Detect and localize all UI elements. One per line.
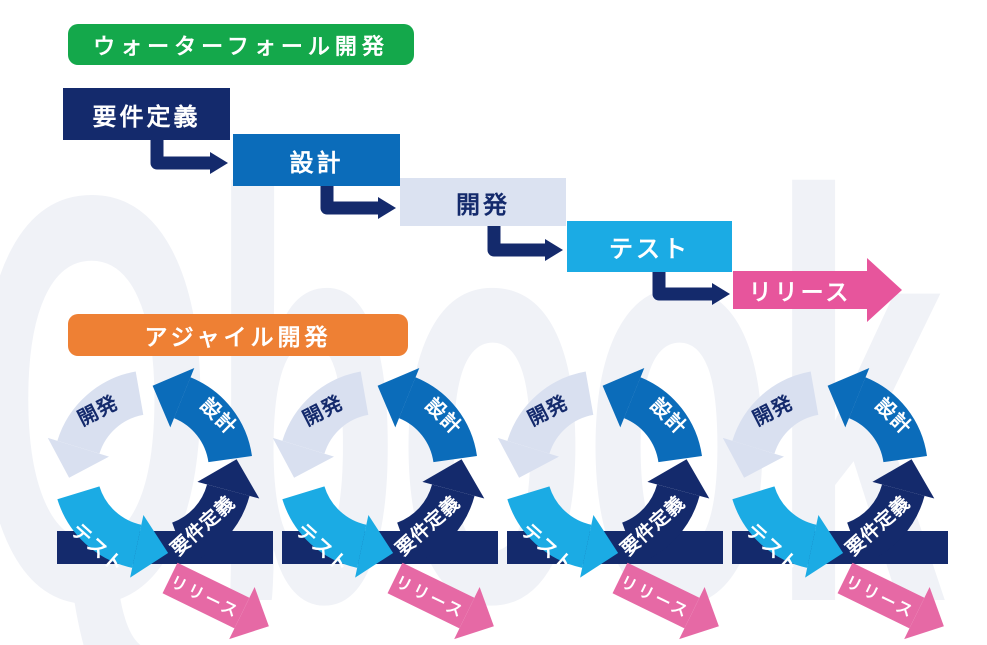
requirements-arrowhead-icon [647,459,710,499]
agile-cycle-2: リリース 開発 設計 テスト 要件定義 [258,350,498,629]
step-label: 開発 [456,191,510,219]
cycle-ring [722,368,935,578]
waterfall-title: ウォーターフォール開発 [93,33,389,59]
dev-arc-arrow [57,371,145,455]
cycle-ring [47,368,260,578]
design-arc-arrow [623,377,702,464]
requirements-arrowhead-icon [197,459,260,499]
waterfall-step-test: テスト [567,221,732,272]
dev-arrowhead-icon [272,437,334,478]
connector-arrowhead-3 [545,239,563,261]
connector-arrowhead-4 [712,283,730,305]
design-arrowhead-icon [152,368,195,428]
test-arc-arrow [732,485,818,568]
dev-arrowhead-icon [497,437,559,478]
requirements-arrowhead-icon [872,459,935,499]
requirements-arc-arrow [396,483,475,564]
design-arc-arrow [848,377,927,464]
design-arrowhead-icon [377,368,420,428]
dev-arc-arrow [732,371,820,455]
connector-arrow-1 [150,140,210,170]
test-arrowhead-icon [805,515,844,578]
test-arrowhead-icon [130,515,169,578]
dev-arrowhead-icon [47,437,109,478]
dev-arrowhead-icon [722,437,784,478]
waterfall-release-arrow: リリース [733,258,902,322]
connector-arrow-2 [320,186,378,215]
agile-title: アジャイル開発 [144,324,332,350]
design-arc-arrow [173,377,252,464]
dev-arc-arrow [507,371,595,455]
dev-arc-arrow [282,371,370,455]
cycle-ring [272,368,485,578]
requirements-arc-arrow [846,483,925,564]
step-label: テスト [609,236,690,263]
test-arc-arrow [57,485,143,568]
requirements-arc-arrow [171,483,250,564]
step-label: 設計 [289,149,344,177]
requirements-arrowhead-icon [422,459,485,499]
test-arrowhead-icon [580,515,619,578]
requirements-arc-arrow [621,483,700,564]
connector-arrowhead-1 [210,152,228,174]
step-label: 要件定義 [92,103,201,131]
cycle-ring [497,368,710,578]
waterfall-step-design: 設計 [233,134,400,186]
connector-arrowhead-2 [378,197,396,219]
agile-cycle-3: リリース 開発 設計 テスト 要件定義 [483,350,723,629]
test-arc-arrow [507,485,593,568]
agile-title-badge: アジャイル開発 [68,314,408,356]
design-arrowhead-icon [602,368,645,428]
waterfall-title-badge: ウォーターフォール開発 [68,24,414,65]
connector-arrow-4 [652,272,712,301]
test-arrowhead-icon [355,515,394,578]
connector-arrow-3 [487,226,545,257]
test-arc-arrow [282,485,368,568]
release-label: リリース [748,279,852,305]
agile-cycle-1: リリース 開発 設計 テスト 要件定義 [33,350,273,629]
design-arc-arrow [398,377,477,464]
waterfall-step-requirements: 要件定義 [63,88,230,140]
design-arrowhead-icon [827,368,870,428]
waterfall-step-dev: 開発 [400,178,566,226]
agile-cycle-4: リリース 開発 設計 テスト 要件定義 [708,350,948,629]
